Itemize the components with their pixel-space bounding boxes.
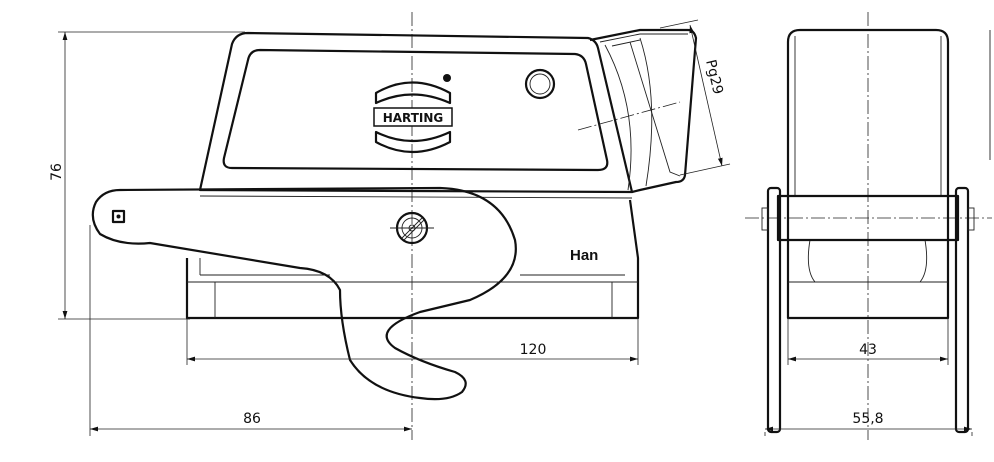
- svg-text:120: 120: [520, 342, 547, 358]
- svg-text:86: 86: [243, 411, 261, 427]
- side-lever-right: [954, 186, 970, 434]
- product-label: Han: [570, 247, 598, 264]
- svg-text:55,8: 55,8: [852, 411, 883, 427]
- side-view: 43 55,8: [745, 12, 992, 440]
- dim-side-total-width: 55,8: [764, 411, 973, 436]
- svg-text:Pg29: Pg29: [702, 58, 725, 96]
- svg-text:HARTING: HARTING: [383, 111, 444, 125]
- side-body: [786, 28, 950, 320]
- locking-lever: [91, 186, 517, 401]
- svg-text:43: 43: [859, 342, 877, 358]
- side-pivot-bar: [776, 194, 960, 242]
- side-lever-left: [766, 186, 782, 434]
- dim-side-body-width: 43: [787, 318, 949, 365]
- front-view: HARTING Han 76: [49, 12, 731, 440]
- dim-gland-thread: Pg29: [659, 19, 731, 176]
- lever-screw: [390, 211, 434, 245]
- dim-base-width: 120: [186, 318, 639, 365]
- svg-text:76: 76: [49, 163, 65, 181]
- dim-height: 76: [49, 31, 245, 320]
- lever-pivot-square: [111, 209, 126, 224]
- harting-logo: HARTING: [373, 74, 453, 153]
- vent-circle: [524, 68, 556, 100]
- dim-lever-offset: 86: [89, 225, 412, 436]
- hood-panel: [222, 48, 609, 172]
